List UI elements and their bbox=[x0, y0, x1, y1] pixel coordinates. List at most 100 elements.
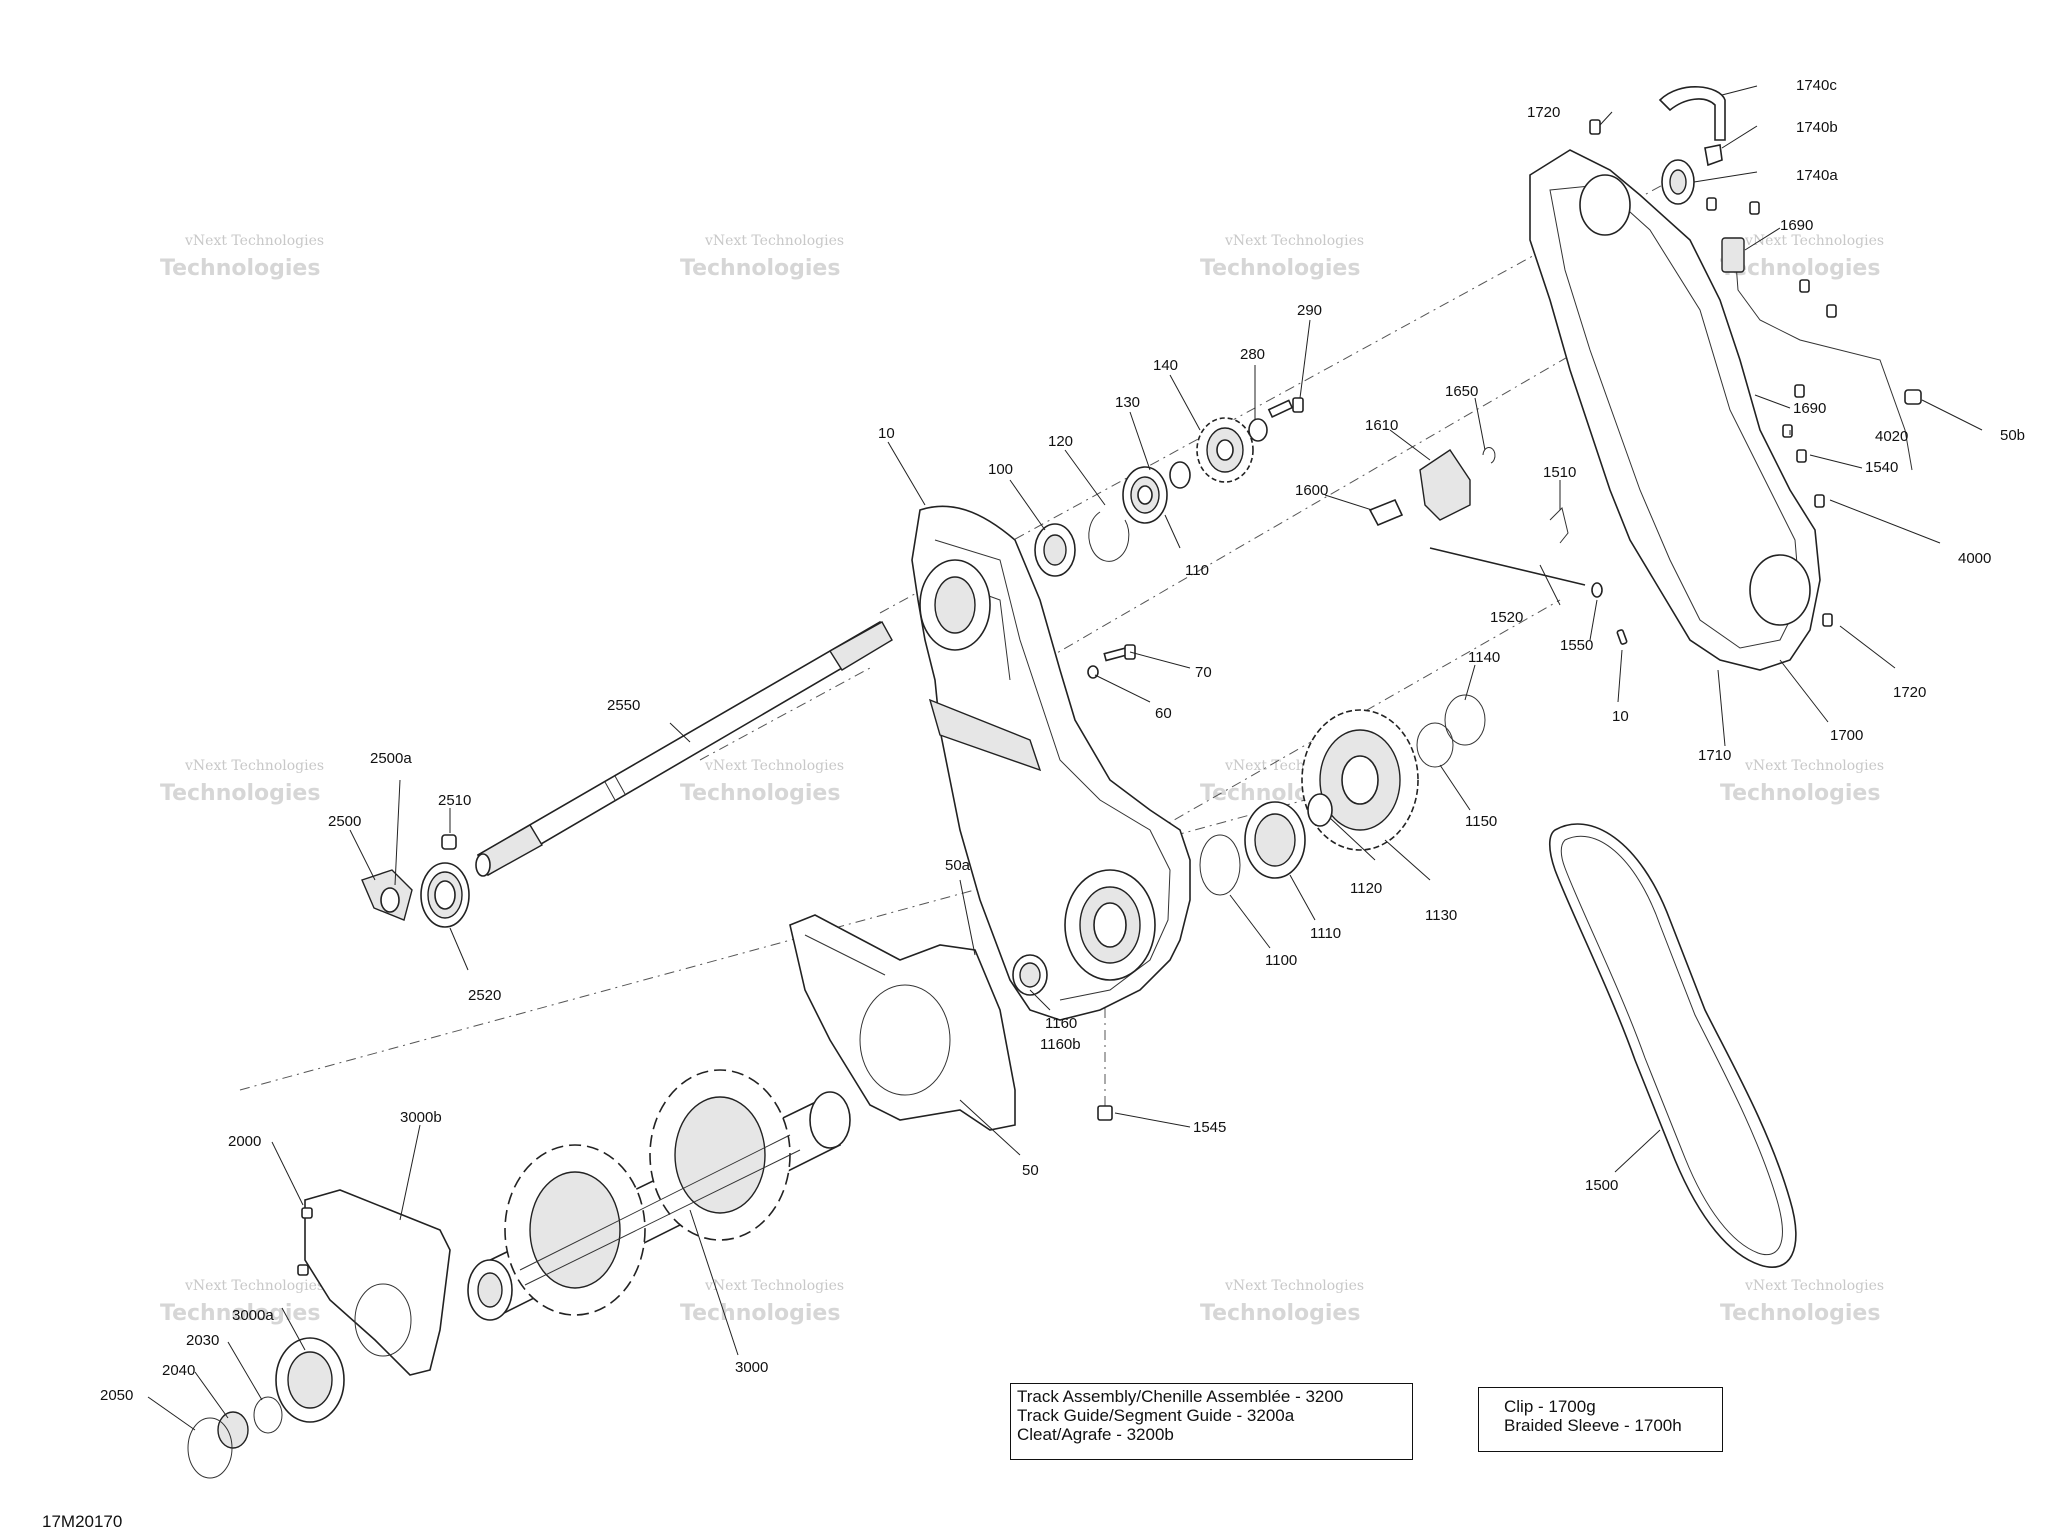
bearing-110 bbox=[1122, 466, 1168, 524]
ring-1150 bbox=[1416, 722, 1454, 768]
label-50a: 50a bbox=[945, 857, 971, 874]
label-4000: 4000 bbox=[1958, 550, 1991, 567]
part-labels: 10 50 50a 50b 60 70 100 110 120 130 140 … bbox=[100, 77, 2025, 1404]
svg-text:vNext Technologies: vNext Technologies bbox=[1744, 233, 1884, 249]
gasket-50 bbox=[789, 914, 1016, 1131]
label-1510: 1510 bbox=[1543, 464, 1576, 481]
seal-1160 bbox=[1012, 954, 1048, 996]
clip-line: Clip - 1700g bbox=[1504, 1397, 1596, 1416]
label-2000: 2000 bbox=[228, 1133, 261, 1150]
label-1520: 1520 bbox=[1490, 609, 1523, 626]
label-3000b: 3000b bbox=[400, 1109, 442, 1126]
nut-50b bbox=[1904, 389, 1922, 405]
label-1720-top: 1720 bbox=[1527, 104, 1560, 121]
tensioner-shaft-1520 bbox=[1429, 547, 1586, 586]
label-290: 290 bbox=[1297, 302, 1322, 319]
bolt-70 bbox=[1103, 644, 1136, 662]
svg-text:Technologies: Technologies bbox=[160, 1301, 320, 1326]
watermark: vNext Technologies Technologies bbox=[1720, 758, 1884, 806]
bearing-2520 bbox=[420, 862, 470, 928]
label-50b: 50b bbox=[2000, 427, 2025, 444]
drive-axle-3000 bbox=[467, 1069, 851, 1321]
label-1500: 1500 bbox=[1585, 1177, 1618, 1194]
bolt-290 bbox=[1267, 397, 1304, 419]
label-4020: 4020 bbox=[1875, 428, 1908, 445]
svg-text:vNext Technologies: vNext Technologies bbox=[184, 1278, 324, 1294]
bearing-plate-3000b bbox=[304, 1189, 451, 1376]
drive-shaft-2550 bbox=[475, 620, 893, 877]
clip-1650 bbox=[1482, 446, 1496, 464]
svg-text:vNext Technologies: vNext Technologies bbox=[184, 758, 324, 774]
svg-text:Technologies: Technologies bbox=[1200, 1301, 1360, 1326]
label-1690: 1690 bbox=[1793, 400, 1826, 417]
bearing-1110 bbox=[1244, 801, 1306, 879]
label-1610: 1610 bbox=[1365, 417, 1398, 434]
seal-100 bbox=[1034, 523, 1076, 577]
label-1120: 1120 bbox=[1350, 880, 1382, 897]
circlip-1140 bbox=[1444, 694, 1486, 746]
fitting-1740b bbox=[1704, 144, 1723, 167]
label-2050: 2050 bbox=[100, 1387, 133, 1404]
hose-1740c bbox=[1658, 86, 1726, 141]
shim-2500 bbox=[361, 869, 413, 921]
svg-text:Technologies: Technologies bbox=[1200, 256, 1360, 281]
track-guide-line: Track Guide/Segment Guide - 3200a bbox=[1017, 1406, 1295, 1425]
label-3000a: 3000a bbox=[232, 1307, 274, 1324]
svg-text:Technologies: Technologies bbox=[1720, 256, 1880, 281]
label-1720: 1720 bbox=[1893, 684, 1926, 701]
watermark: vNext Technologies Technologies bbox=[160, 758, 324, 806]
label-1710: 1710 bbox=[1698, 747, 1731, 764]
tensioner-pin-1600 bbox=[1368, 498, 1404, 527]
label-2510: 2510 bbox=[438, 792, 471, 809]
svg-text:Technologies: Technologies bbox=[680, 256, 840, 281]
nut-2040 bbox=[217, 1411, 249, 1449]
track-assembly-line: Track Assembly/Chenille Assemblée - 3200 bbox=[1017, 1387, 1344, 1406]
label-1650: 1650 bbox=[1445, 383, 1478, 400]
svg-text:Technologies: Technologies bbox=[160, 781, 320, 806]
seal-1740a bbox=[1661, 159, 1695, 205]
label-1740c: 1740c bbox=[1796, 77, 1837, 94]
svg-text:Technologies: Technologies bbox=[680, 1301, 840, 1326]
watermark: vNext Technologies Technologies bbox=[160, 233, 324, 281]
circlip-1100 bbox=[1199, 834, 1241, 896]
track-assembly-info-box: Track Assembly/Chenille Assemblée - 3200… bbox=[1010, 1383, 1413, 1460]
svg-text:vNext Technologies: vNext Technologies bbox=[704, 233, 844, 249]
label-2500: 2500 bbox=[328, 813, 361, 830]
label-1690-top: 1690 bbox=[1780, 217, 1813, 234]
watermark: vNext Technologies Technologies bbox=[1720, 233, 1884, 281]
svg-text:vNext Technologies: vNext Technologies bbox=[1744, 1278, 1884, 1294]
label-1110: 1110 bbox=[1310, 925, 1341, 942]
label-280: 280 bbox=[1240, 346, 1265, 363]
braided-sleeve-line: Braided Sleeve - 1700h bbox=[1504, 1416, 1682, 1435]
washer-280 bbox=[1248, 418, 1268, 442]
watermark: vNext Technologies Technologies bbox=[1200, 233, 1364, 281]
label-10-cover: 10 bbox=[1612, 708, 1629, 725]
label-1600: 1600 bbox=[1295, 482, 1328, 499]
label-1140: 1140 bbox=[1468, 649, 1500, 666]
tensioner-block-1610 bbox=[1419, 449, 1471, 521]
oring-1550 bbox=[1591, 582, 1603, 598]
bearing-3000a bbox=[275, 1337, 345, 1423]
label-1550: 1550 bbox=[1560, 637, 1593, 654]
label-1540: 1540 bbox=[1865, 459, 1898, 476]
watermark: vNext Technologies Technologies bbox=[680, 233, 844, 281]
label-1740b: 1740b bbox=[1796, 119, 1838, 136]
label-110: 110 bbox=[1185, 562, 1209, 579]
watermark: vNext Technologies Technologies bbox=[680, 758, 844, 806]
svg-text:vNext Technologies: vNext Technologies bbox=[704, 758, 844, 774]
diagram-code: 17M20170 bbox=[42, 1512, 123, 1531]
watermark: vNext Technologies Technologies bbox=[680, 1278, 844, 1326]
clip-info-box: Clip - 1700g Braided Sleeve - 1700h bbox=[1478, 1387, 1723, 1452]
label-1160b: 1160b bbox=[1040, 1036, 1081, 1053]
chaincase-housing-10 bbox=[911, 505, 1191, 1021]
label-60: 60 bbox=[1155, 705, 1172, 722]
label-3000: 3000 bbox=[735, 1359, 768, 1376]
pin-1510 bbox=[1549, 507, 1569, 544]
watermark: vNext Technologies Technologies bbox=[1720, 1278, 1884, 1326]
spacer-1120 bbox=[1307, 793, 1333, 827]
label-140: 140 bbox=[1153, 357, 1178, 374]
cover-bolts bbox=[1616, 197, 1837, 645]
label-130: 130 bbox=[1115, 394, 1140, 411]
circlip-120 bbox=[1088, 511, 1130, 562]
label-1100: 1100 bbox=[1265, 952, 1297, 969]
